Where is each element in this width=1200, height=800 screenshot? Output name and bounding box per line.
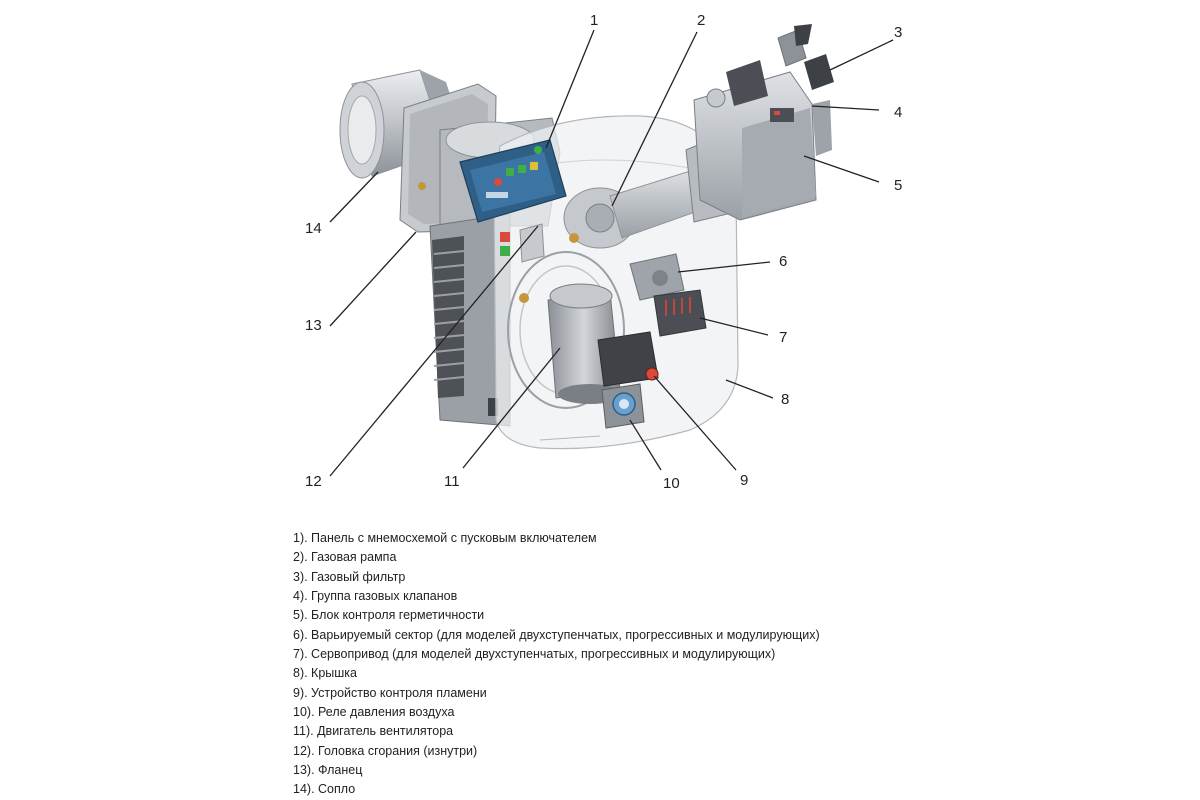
legend-item: 8). Крышка — [293, 666, 358, 681]
legend-item: 6). Варьируемый сектор (для моделей двух… — [293, 627, 820, 642]
servo-motor-shape — [653, 289, 707, 337]
callout-label-2: 2 — [697, 12, 705, 29]
leader-line-7 — [699, 317, 769, 336]
leader-line-3 — [829, 39, 894, 71]
callout-label-11: 11 — [444, 473, 460, 490]
legend-item: 4). Группа газовых клапанов — [293, 589, 458, 604]
leader-line-10 — [629, 419, 662, 471]
legend-item: 12). Головка сгорания (изнутри) — [293, 743, 478, 758]
legend-item: 2). Газовая рампа — [293, 550, 397, 565]
legend-item: 14). Сопло — [293, 782, 356, 797]
callout-label-12: 12 — [305, 473, 322, 490]
callout-label-1: 1 — [590, 12, 598, 29]
callout-label-10: 10 — [663, 475, 680, 492]
burner-illustration — [339, 24, 834, 450]
legend-item: 9). Устройство контроля пламени — [293, 685, 487, 700]
combustion-head-shape — [500, 223, 545, 303]
control-panel-shape — [459, 139, 567, 223]
callout-label-9: 9 — [740, 472, 748, 489]
leader-line-8 — [725, 379, 774, 399]
leader-line-6 — [677, 261, 771, 273]
callout-label-3: 3 — [894, 24, 902, 41]
callout-label-13: 13 — [305, 317, 322, 334]
legend-item: 10). Реле давления воздуха — [293, 705, 455, 720]
air-intake-shape — [429, 213, 511, 427]
leader-line-5 — [803, 155, 880, 183]
leader-line-12 — [329, 225, 539, 477]
callout-labels: 1 2 3 4 5 6 7 8 9 10 11 12 13 14 — [305, 12, 902, 492]
legend-item: 3). Газовый фильтр — [293, 569, 406, 584]
leader-line-2 — [611, 31, 698, 207]
callout-label-4: 4 — [894, 104, 902, 121]
legend-item: 5). Блок контроля герметичности — [293, 608, 485, 623]
callout-label-6: 6 — [779, 253, 787, 270]
variable-sector-shape — [629, 253, 685, 301]
leader-line-4 — [811, 105, 880, 111]
air-pressure-switch-shape — [601, 383, 645, 429]
leader-line-14 — [329, 171, 379, 223]
callout-label-14: 14 — [305, 220, 322, 237]
leader-line-11 — [462, 347, 561, 469]
callout-label-7: 7 — [779, 329, 787, 346]
leader-line-13 — [329, 231, 417, 327]
legend-item: 1). Панель с мнемосхемой с пусковым вклю… — [293, 531, 597, 545]
leader-line-9 — [653, 375, 737, 471]
legend-item: 13). Фланец — [293, 763, 363, 778]
flame-control-shape — [597, 331, 659, 387]
burner-diagram: 1 2 3 4 5 6 7 8 9 10 11 12 13 14 — [305, 12, 902, 492]
callout-label-8: 8 — [781, 391, 789, 408]
legend-item: 11). Двигатель вентилятора — [293, 724, 454, 739]
leader-line-1 — [545, 29, 595, 149]
leader-lines — [329, 29, 894, 477]
legend-item: 7). Сервопривод (для моделей двухступенч… — [293, 647, 776, 662]
parts-legend: 1). Панель с мнемосхемой с пусковым вклю… — [293, 529, 1013, 800]
callout-label-5: 5 — [894, 177, 902, 194]
gas-valve-group-shape — [685, 24, 834, 223]
